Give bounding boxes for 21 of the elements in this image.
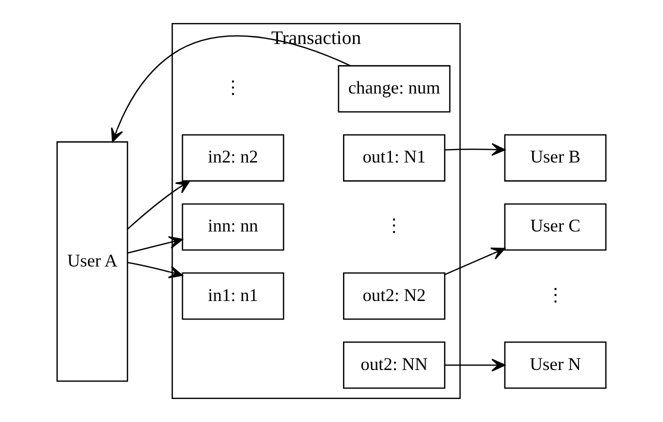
node-box: User N — [504, 341, 607, 389]
arrow — [444, 358, 506, 372]
node-box: out2: NN — [343, 341, 446, 389]
arrow — [444, 248, 506, 276]
node-box: change: num — [338, 65, 450, 112]
arrow — [444, 143, 506, 156]
node-box: in1: n1 — [182, 272, 284, 320]
label: ⋮ — [224, 78, 242, 98]
node-box: in2: n2 — [182, 134, 284, 182]
node-box: out1: N1 — [343, 134, 446, 182]
node-box: User C — [504, 203, 607, 251]
arrow — [127, 180, 190, 230]
node-box: User A — [56, 141, 128, 382]
node-box: User B — [504, 134, 607, 182]
arrow — [128, 236, 183, 254]
label: ⋮ — [385, 216, 404, 236]
arrow — [128, 262, 183, 278]
node-box: inn: nn — [182, 203, 284, 251]
label: ⋮ — [546, 284, 564, 305]
arrow — [111, 35, 351, 142]
node-box: out2: N2 — [343, 272, 446, 320]
